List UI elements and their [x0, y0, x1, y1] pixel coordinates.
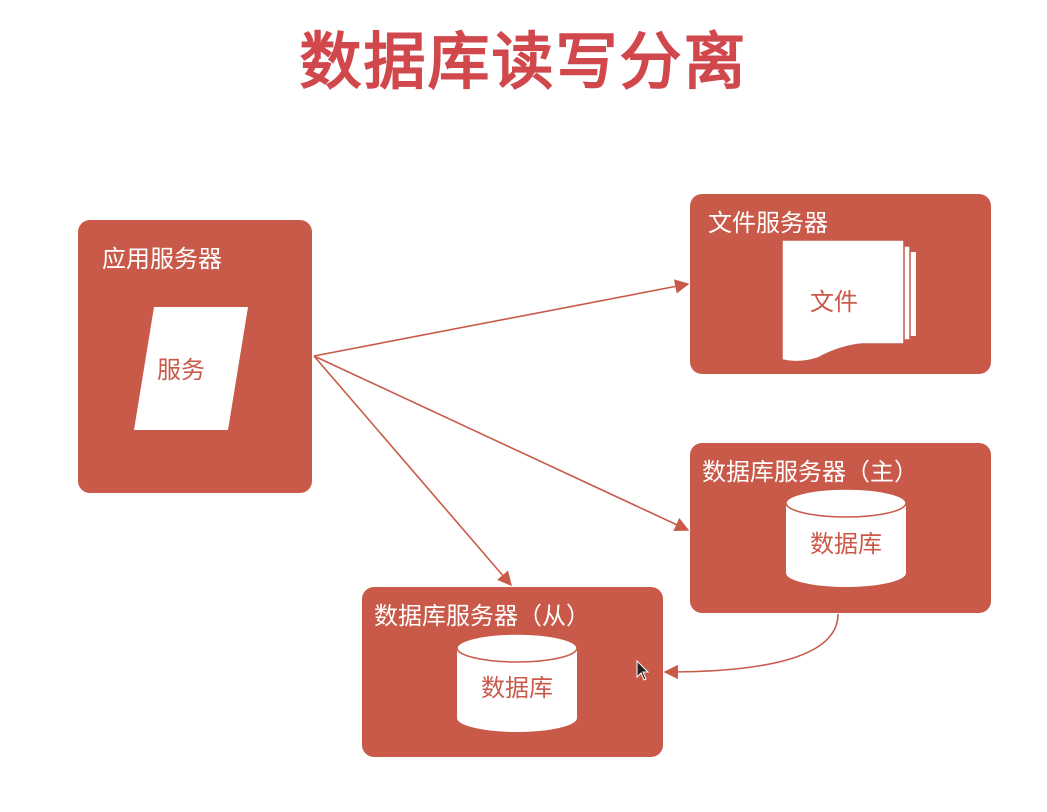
arrow-app-to-file [313, 279, 690, 357]
page-title: 数据库读写分离 [299, 25, 748, 98]
arrow-app-to-db-slave [313, 355, 512, 587]
db-master-box[interactable]: 数据库服务器（主） [690, 443, 991, 613]
mouse-cursor-icon [636, 660, 650, 681]
db-master-label: 数据库服务器（主） [702, 458, 918, 486]
app-server-box[interactable]: 应用服务器 [78, 220, 312, 493]
arrow-app-to-db-master [313, 355, 690, 532]
arrow-master-to-slave-sync [663, 613, 839, 680]
app-server-label: 应用服务器 [102, 245, 222, 273]
file-server-label: 文件服务器 [708, 209, 828, 237]
file-server-box[interactable]: 文件服务器 [690, 194, 991, 374]
db-slave-label: 数据库服务器（从） [374, 602, 590, 630]
db-slave-box[interactable]: 数据库服务器（从） [362, 587, 663, 757]
